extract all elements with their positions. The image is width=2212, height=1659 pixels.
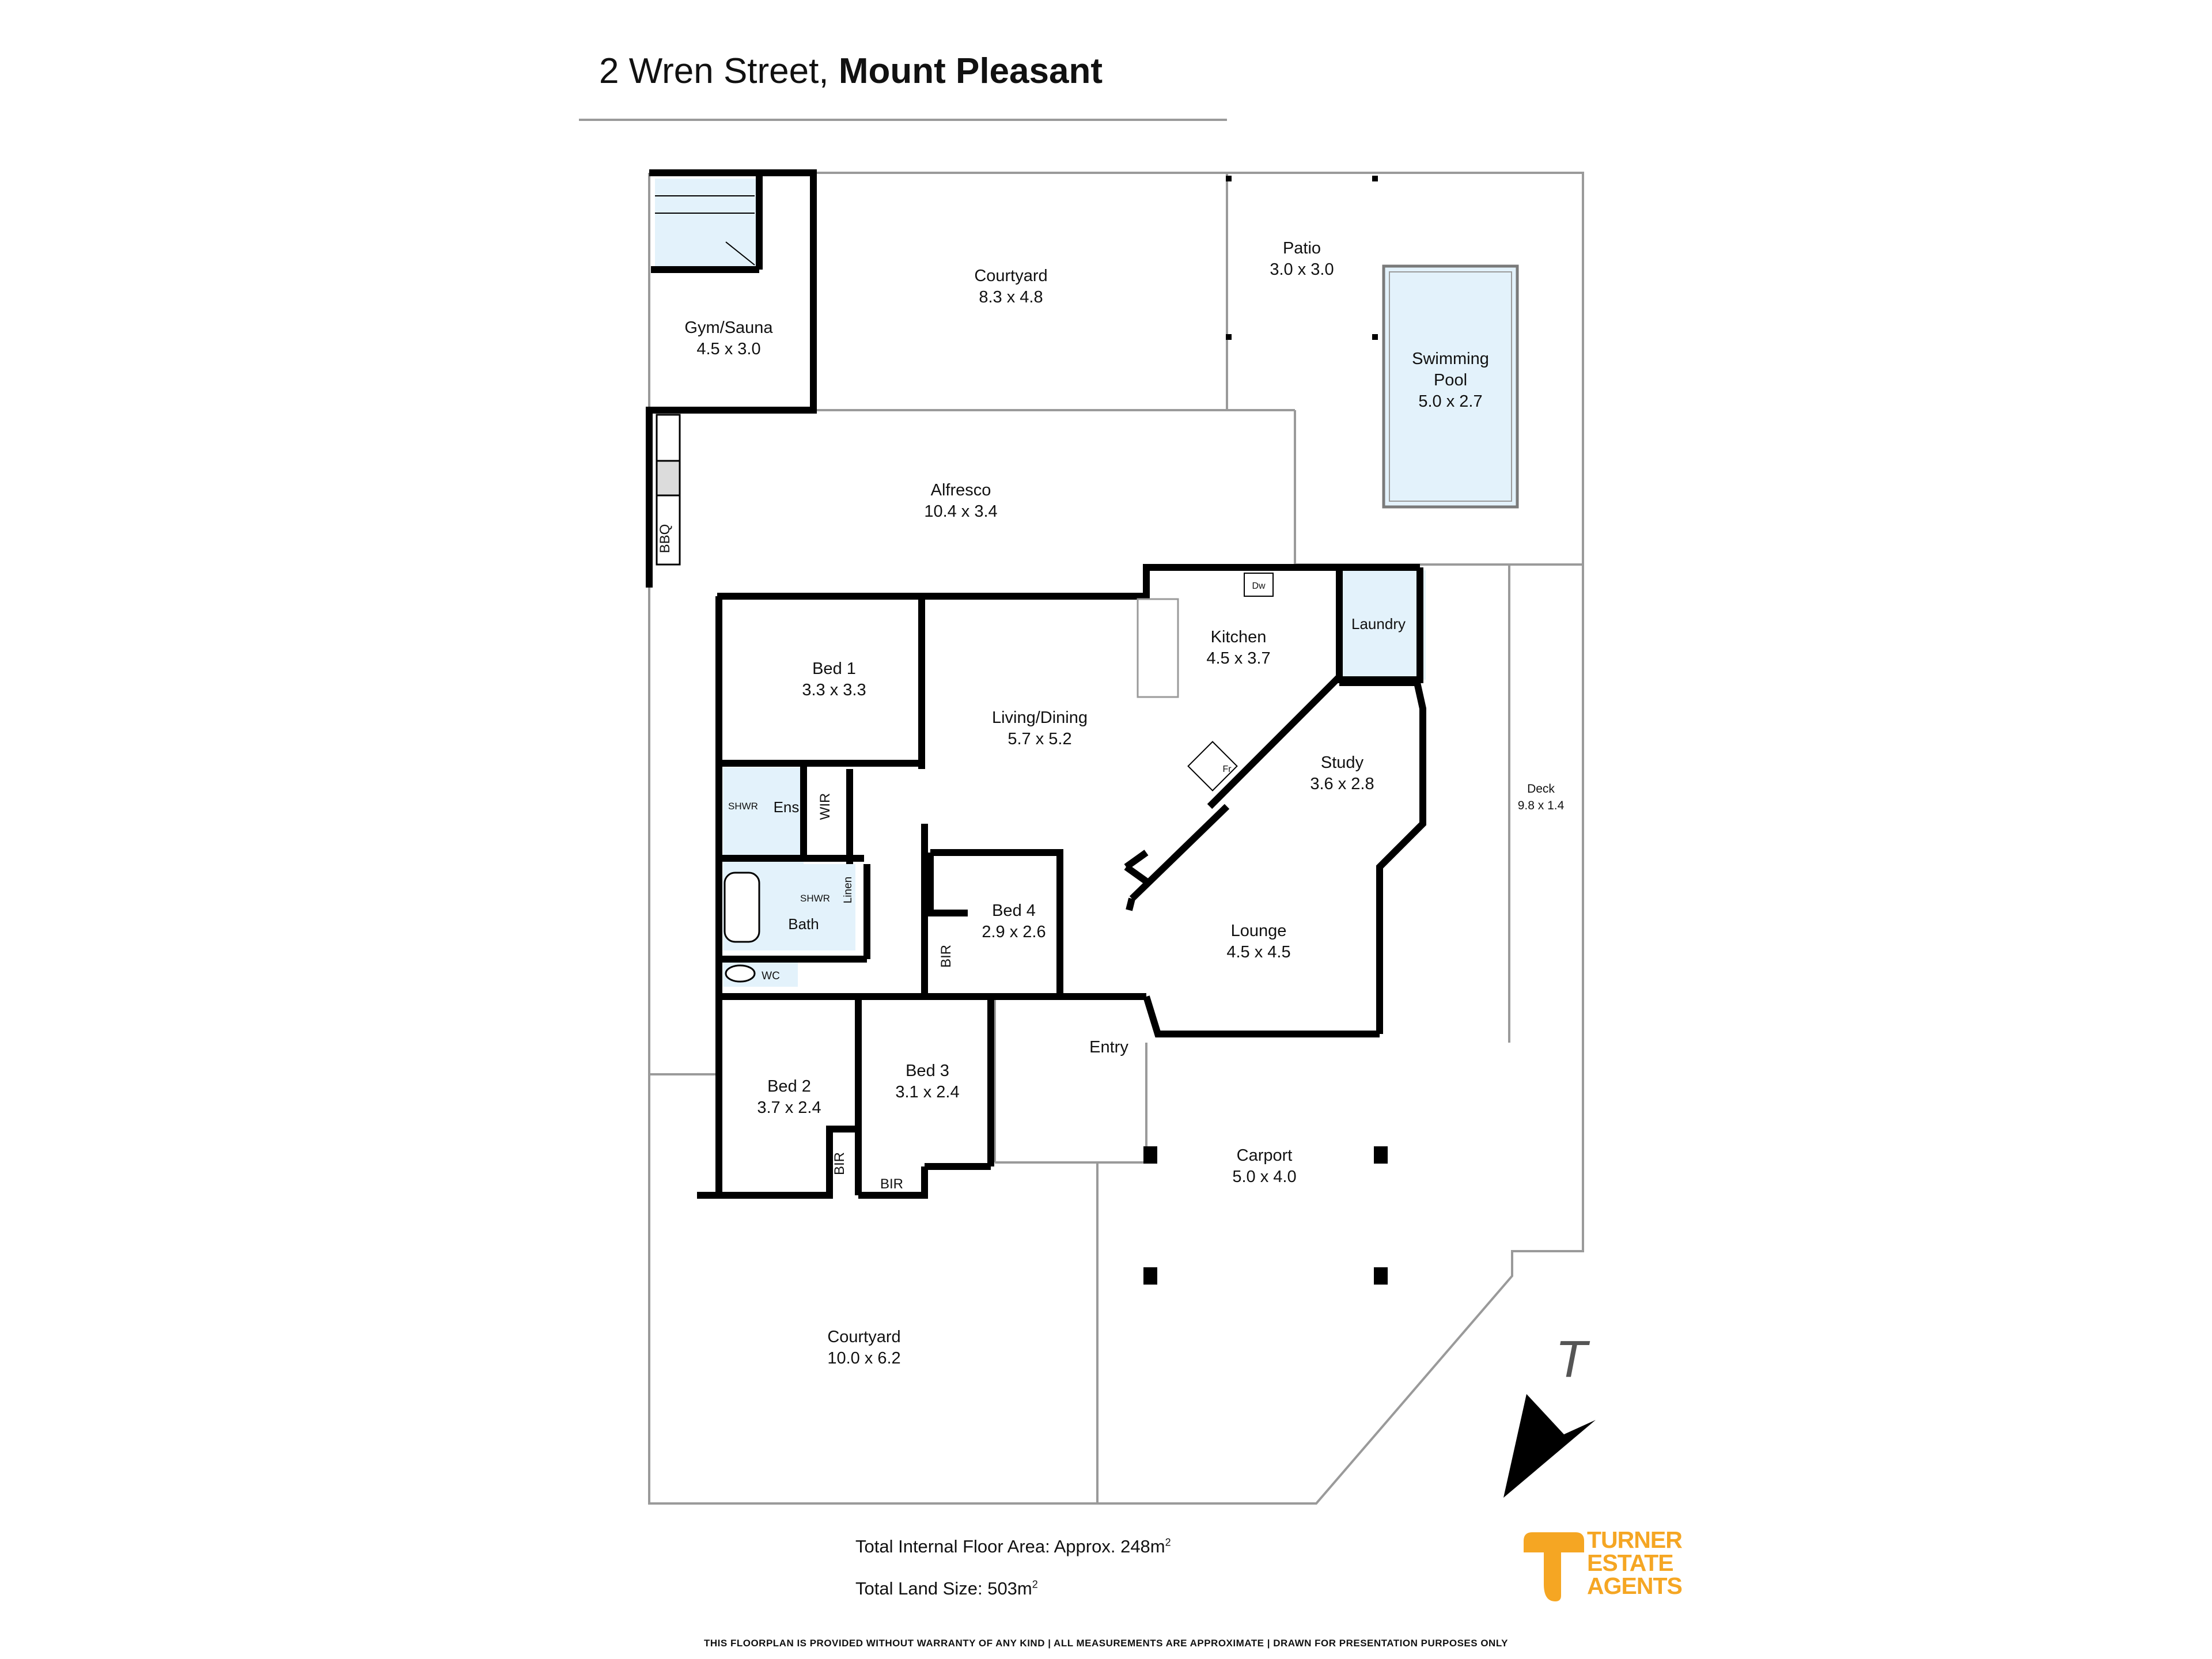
label-dishwasher: Dw [1252, 581, 1266, 591]
label-linen: Linen [842, 877, 854, 904]
label-courtyard-top: Courtyard [974, 267, 1047, 285]
bathtub [724, 872, 760, 943]
svg-text:T: T [1555, 1331, 1590, 1388]
label-shwr-1: SHWR [728, 801, 758, 812]
dims-patio: 3.0 x 3.0 [1270, 260, 1334, 279]
property-boundary [648, 172, 1584, 1505]
title-suburb: Mount Pleasant [838, 51, 1103, 91]
title-street: 2 Wren Street, [599, 51, 829, 91]
label-wir: WIR [817, 793, 833, 820]
label-alfresco: Alfresco [931, 481, 991, 499]
dims-kitchen: 4.5 x 3.7 [1206, 649, 1270, 668]
label-gym: Gym/Sauna [684, 319, 773, 337]
floor-area-text: Total Internal Floor Area: Approx. 248m2 [855, 1536, 1171, 1556]
fridge [1187, 741, 1238, 791]
label-bed4: Bed 4 [992, 902, 1036, 920]
label-bir3: BIR [880, 1176, 903, 1192]
label-bath: Bath [788, 915, 819, 933]
label-bed3: Bed 3 [906, 1062, 949, 1080]
land-size-text: Total Land Size: 503m2 [855, 1578, 1038, 1599]
label-lounge: Lounge [1231, 922, 1287, 940]
label-wc: WC [762, 970, 780, 982]
label-courtyard-bottom: Courtyard [827, 1328, 900, 1346]
label-pool-2: Pool [1434, 371, 1467, 389]
label-shwr-2: SHWR [800, 893, 830, 904]
room-labels: Gym/Sauna 4.5 x 3.0 Courtyard 8.3 x 4.8 … [657, 239, 1565, 1368]
agency-logo-icon [1524, 1532, 1584, 1601]
gym-equipment [655, 195, 755, 266]
kitchen-island [1137, 598, 1179, 698]
bbq-bench [656, 414, 681, 566]
label-entry: Entry [1089, 1038, 1128, 1056]
dims-bed4: 2.9 x 2.6 [982, 923, 1046, 941]
north-arrow-icon: T [1503, 1331, 1596, 1498]
label-bed1: Bed 1 [812, 660, 856, 678]
label-ens: Ens [774, 798, 800, 816]
label-bed2: Bed 2 [767, 1077, 811, 1096]
swimming-pool [1382, 264, 1519, 509]
dims-courtyard-bottom: 10.0 x 6.2 [827, 1349, 900, 1368]
agency-logo-text: TURNER ESTATE AGENTS [1587, 1527, 1683, 1599]
label-laundry: Laundry [1351, 615, 1406, 632]
dims-study: 3.6 x 2.8 [1310, 775, 1374, 793]
dims-pool: 5.0 x 2.7 [1418, 392, 1482, 411]
label-deck: Deck [1527, 782, 1555, 796]
label-kitchen: Kitchen [1211, 628, 1267, 646]
dims-gym: 4.5 x 3.0 [696, 340, 760, 358]
toilet [725, 964, 756, 983]
label-patio: Patio [1283, 239, 1321, 257]
label-bir2: BIR [832, 1152, 847, 1175]
label-bbq: BBQ [657, 524, 673, 554]
dims-courtyard-top: 8.3 x 4.8 [979, 288, 1043, 306]
dishwasher [1244, 573, 1274, 597]
carport-posts [1143, 1146, 1388, 1285]
dims-bed2: 3.7 x 2.4 [757, 1099, 821, 1117]
dims-bed3: 3.1 x 2.4 [895, 1083, 959, 1101]
page-title: 2 Wren Street, Mount Pleasant [599, 51, 1103, 92]
label-study: Study [1321, 753, 1364, 772]
dims-alfresco: 10.4 x 3.4 [924, 502, 997, 521]
patio-posts [1226, 176, 1378, 340]
dims-bed1: 3.3 x 3.3 [802, 681, 866, 699]
label-pool-1: Swimming [1412, 350, 1489, 368]
dims-lounge: 4.5 x 4.5 [1226, 943, 1290, 961]
label-fridge: Fr [1222, 764, 1232, 774]
title-divider [579, 119, 1227, 121]
label-living: Living/Dining [992, 709, 1088, 727]
label-carport: Carport [1237, 1146, 1293, 1165]
walls [646, 169, 1426, 1199]
label-bir4: BIR [938, 945, 954, 968]
dims-living: 5.7 x 5.2 [1007, 730, 1071, 748]
dims-carport: 5.0 x 4.0 [1232, 1168, 1296, 1186]
dims-deck: 9.8 x 1.4 [1518, 799, 1565, 812]
disclaimer: THIS FLOORPLAN IS PROVIDED WITHOUT WARRA… [704, 1638, 1508, 1649]
